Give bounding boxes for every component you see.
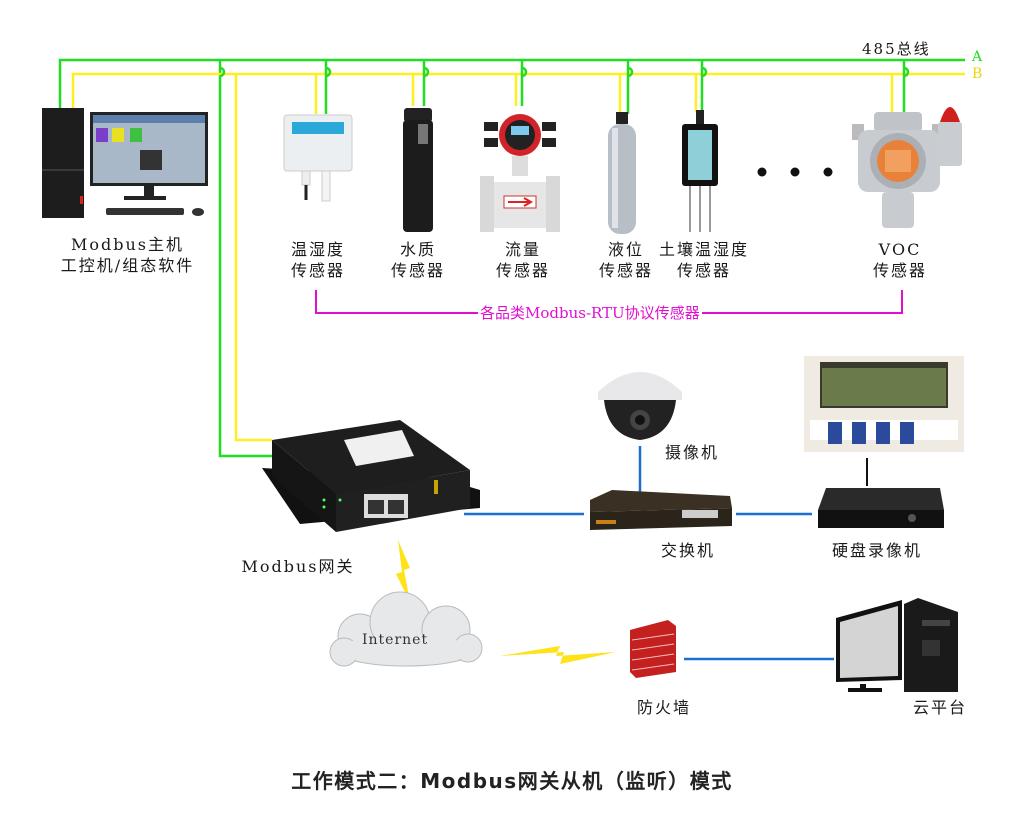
sensor-label-line2: 传感器 — [390, 261, 445, 280]
bus-line-a — [58, 58, 965, 458]
sensor-label-voc: VOC 传感器 — [860, 239, 940, 281]
sensor-label-flow: 流量 传感器 — [483, 239, 563, 281]
level-sensor-icon — [608, 112, 636, 234]
soil-sensor-icon — [682, 110, 718, 232]
gateway-label: Modbus网关 — [241, 557, 355, 576]
flow-meter-icon — [480, 114, 560, 232]
sensor-label-temperature-humidity: 温湿度 传感器 — [278, 239, 358, 281]
internet-cloud-icon — [329, 591, 483, 667]
cloud-platform-pc-icon — [836, 598, 958, 692]
voc-sensor-icon — [852, 107, 962, 228]
monitoring-room-icon — [804, 356, 964, 452]
ethernet-links — [464, 446, 834, 661]
sensor-label-line2: 传感器 — [598, 261, 653, 280]
sensor-drops-b — [314, 74, 894, 114]
sensor-label-line2: 传感器 — [872, 261, 927, 280]
sensor-label-level: 液位 传感器 — [586, 239, 666, 281]
sensor-label-line1: 液位 — [607, 240, 644, 259]
sensor-label-line2: 传感器 — [676, 261, 731, 280]
more-sensors-ellipsis — [757, 167, 833, 177]
water-quality-sensor-icon — [403, 108, 433, 232]
sensor-drops-a — [324, 60, 906, 114]
nvr-label: 硬盘录像机 — [831, 541, 922, 560]
sensor-label-line1: VOC — [878, 240, 922, 259]
master-label: Modbus主机 工控机/组态软件 — [40, 234, 215, 276]
cloud-platform-label: 云平台 — [912, 698, 967, 717]
sensor-label-line1: 流量 — [504, 240, 541, 259]
sensor-label-line1: 土壤温湿度 — [658, 240, 749, 259]
master-label-line2: 工控机/组态软件 — [60, 256, 195, 275]
temperature-humidity-sensor-icon — [283, 114, 353, 202]
sensor-label-line1: 水质 — [399, 240, 436, 259]
diagram-caption: 工作模式二：Modbus网关从机（监听）模式 — [291, 769, 733, 793]
internet-label: Internet — [362, 632, 429, 648]
bus-line-a-label: A — [972, 49, 983, 65]
sensor-label-soil: 土壤温湿度 传感器 — [652, 239, 756, 281]
bus-line-b — [71, 72, 965, 442]
sensor-label-line1: 温湿度 — [290, 240, 345, 259]
modbus-gateway-icon — [262, 420, 480, 532]
sensor-group-label: 各品类Modbus-RTU协议传感器 — [478, 302, 702, 323]
master-pc-icon — [42, 108, 208, 218]
dome-camera-icon — [598, 372, 682, 440]
camera-label: 摄像机 — [664, 443, 719, 462]
wireless-link-icon — [396, 540, 410, 602]
sensor-label-line2: 传感器 — [290, 261, 345, 280]
switch-label: 交换机 — [660, 541, 715, 560]
sensor-label-water-quality: 水质 传感器 — [378, 239, 458, 281]
network-switch-icon — [590, 490, 732, 530]
firewall-icon — [630, 620, 676, 678]
sensor-label-line2: 传感器 — [495, 261, 550, 280]
bus-title: 485总线 — [862, 40, 931, 58]
wan-link-icon — [500, 646, 616, 664]
nvr-icon — [818, 488, 944, 528]
bus-line-b-label: B — [972, 66, 983, 82]
master-label-line1: Modbus主机 — [70, 235, 185, 254]
firewall-label: 防火墙 — [636, 698, 691, 717]
